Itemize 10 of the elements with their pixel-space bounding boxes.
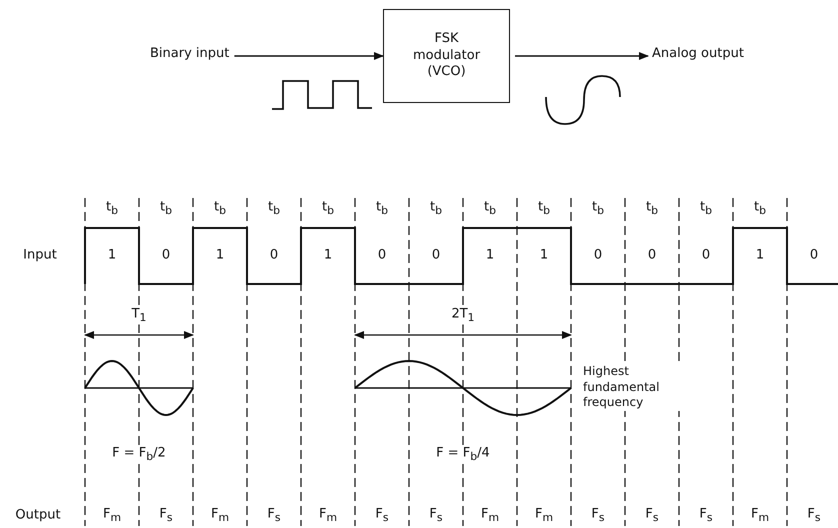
period-label: 2T$_{1}$ bbox=[449, 307, 477, 325]
row-label: Input bbox=[21, 248, 59, 264]
arrow bbox=[515, 52, 649, 60]
modulator-box: FSK modulator (VCO) bbox=[383, 9, 510, 103]
period-label: T$_{1}$ bbox=[130, 307, 148, 325]
annotation-text: Highest fundamental frequency bbox=[583, 364, 683, 411]
signal-label: Analog output bbox=[652, 47, 744, 62]
signal-label: Binary input bbox=[150, 47, 230, 62]
arrow bbox=[234, 52, 384, 60]
row-label: Output bbox=[13, 508, 63, 524]
